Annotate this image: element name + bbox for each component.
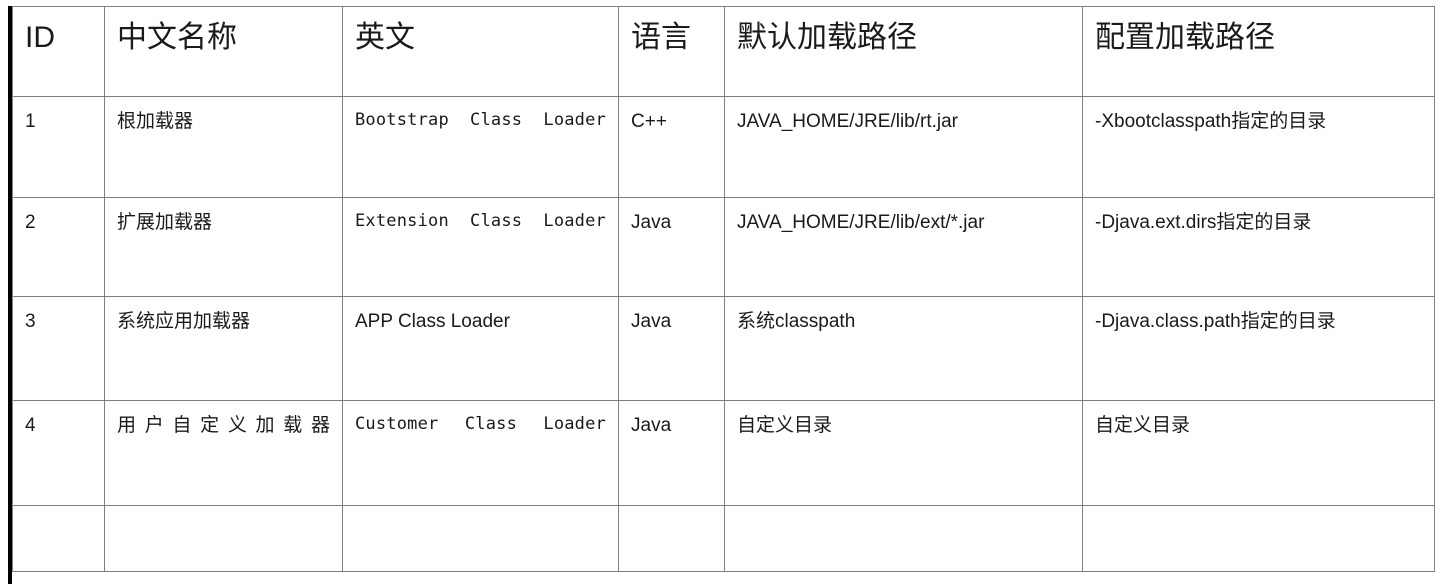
cell-default-path: JAVA_HOME/JRE/lib/ext/*.jar (724, 197, 1083, 297)
table-row: 3 系统应用加载器 APP Class Loader Java 系统classp… (12, 296, 1435, 401)
cell-chinese-name-value: 根加载器 (117, 111, 194, 132)
column-header-id: ID (12, 6, 105, 97)
cell-id: 4 (12, 400, 105, 506)
cell-language-value: Java (631, 415, 672, 436)
column-header-config-path: 配置加载路径 (1082, 6, 1435, 97)
table-row: 1 根加载器 Bootstrap Class Loader C++ JAVA_H… (12, 96, 1435, 198)
cell-english-value: Bootstrap Class Loader (355, 110, 606, 130)
cell-config-path: -Xbootclasspath指定的目录 (1082, 96, 1435, 198)
cell-id-value: 2 (25, 212, 36, 233)
cell-chinese-name: 扩展加载器 (104, 197, 343, 297)
column-header-language: 语言 (618, 6, 725, 97)
table-row: 2 扩展加载器 Extension Class Loader Java JAVA… (12, 197, 1435, 297)
table-left-rule (8, 6, 12, 584)
cell-id: 2 (12, 197, 105, 297)
cell-id (12, 505, 105, 572)
cell-config-path-value: -Xbootclasspath指定的目录 (1095, 111, 1327, 132)
table-row-empty (12, 505, 1435, 572)
cell-id-value: 4 (25, 415, 36, 436)
cell-chinese-name: 根加载器 (104, 96, 343, 198)
cell-config-path (1082, 505, 1435, 572)
cell-chinese-name-value: 用户自定义加载器 (117, 415, 330, 436)
table-header-row: ID 中文名称 英文 语言 默认加载路径 配置加载路径 (12, 6, 1435, 97)
cell-id: 1 (12, 96, 105, 198)
cell-default-path-value: 系统classpath (737, 311, 856, 332)
cell-english-value: Extension Class Loader (355, 211, 606, 231)
cell-id: 3 (12, 296, 105, 401)
cell-english: Extension Class Loader (342, 197, 619, 297)
cell-id-value: 1 (25, 111, 36, 132)
cell-id-value: 3 (25, 311, 36, 332)
cell-chinese-name-value: 系统应用加载器 (117, 311, 251, 332)
cell-config-path-value: 自定义目录 (1095, 415, 1191, 436)
classloader-table: ID 中文名称 英文 语言 默认加载路径 配置加载路径 (12, 6, 1435, 572)
column-header-language-label: 语言 (631, 21, 691, 54)
cell-language-value: Java (631, 311, 672, 332)
cell-config-path: -Djava.ext.dirs指定的目录 (1082, 197, 1435, 297)
cell-english-value: APP Class Loader (355, 311, 510, 332)
column-header-config-path-label: 配置加载路径 (1095, 21, 1275, 54)
cell-language: Java (618, 400, 725, 506)
cell-language (618, 505, 725, 572)
column-header-chinese-name-label: 中文名称 (117, 21, 237, 54)
cell-default-path-value: JAVA_HOME/JRE/lib/rt.jar (737, 111, 959, 132)
column-header-english-label: 英文 (355, 21, 415, 54)
column-header-default-path: 默认加载路径 (724, 6, 1083, 97)
cell-config-path-value: -Djava.ext.dirs指定的目录 (1095, 212, 1312, 233)
column-header-id-label: ID (25, 21, 55, 54)
cell-english (342, 505, 619, 572)
column-header-english: 英文 (342, 6, 619, 97)
cell-config-path: 自定义目录 (1082, 400, 1435, 506)
cell-config-path-value: -Djava.class.path指定的目录 (1095, 311, 1336, 332)
cell-language: Java (618, 197, 725, 297)
cell-chinese-name: 用户自定义加载器 (104, 400, 343, 506)
cell-default-path-value: JAVA_HOME/JRE/lib/ext/*.jar (737, 212, 985, 233)
cell-english: Bootstrap Class Loader (342, 96, 619, 198)
cell-default-path: 系统classpath (724, 296, 1083, 401)
table-row: 4 用户自定义加载器 Customer Class Loader Java 自定… (12, 400, 1435, 506)
cell-language-value: C++ (631, 111, 667, 132)
column-header-default-path-label: 默认加载路径 (737, 21, 917, 54)
cell-language: Java (618, 296, 725, 401)
cell-chinese-name (104, 505, 343, 572)
cell-english: APP Class Loader (342, 296, 619, 401)
cell-chinese-name: 系统应用加载器 (104, 296, 343, 401)
cell-default-path (724, 505, 1083, 572)
column-header-chinese-name: 中文名称 (104, 6, 343, 97)
cell-chinese-name-value: 扩展加载器 (117, 212, 213, 233)
cell-language-value: Java (631, 212, 672, 233)
cell-default-path: JAVA_HOME/JRE/lib/rt.jar (724, 96, 1083, 198)
cell-language: C++ (618, 96, 725, 198)
cell-default-path-value: 自定义目录 (737, 415, 833, 436)
cell-english-value: Customer Class Loader (355, 414, 606, 434)
cell-default-path: 自定义目录 (724, 400, 1083, 506)
cell-english: Customer Class Loader (342, 400, 619, 506)
cell-config-path: -Djava.class.path指定的目录 (1082, 296, 1435, 401)
